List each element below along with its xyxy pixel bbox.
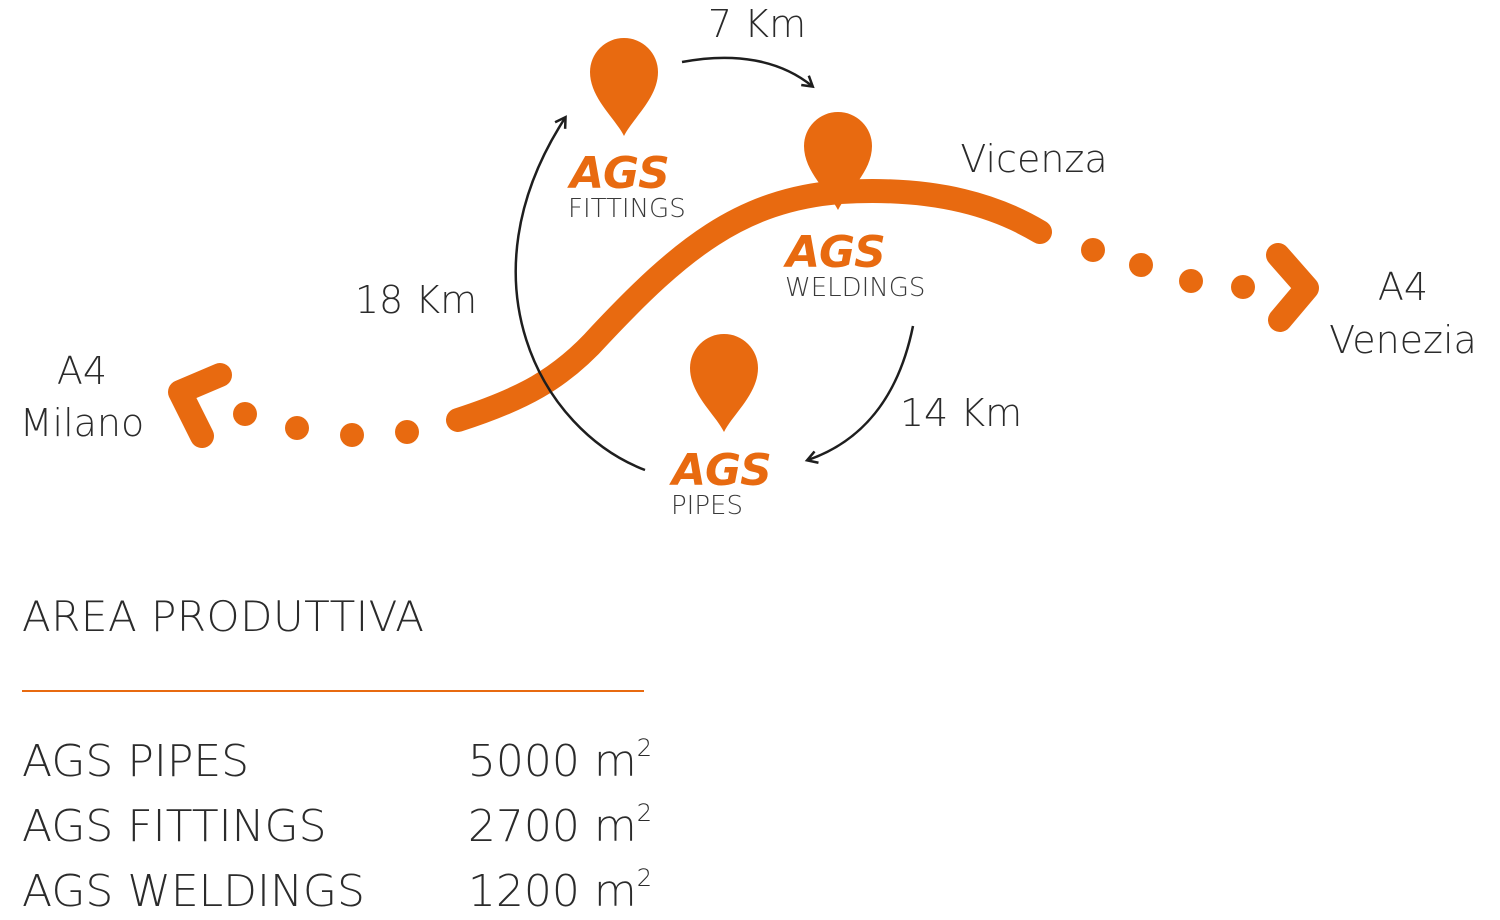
west-exit-road: A4 <box>57 349 107 393</box>
west-exit-city: Milano <box>20 401 145 445</box>
area-row-name: AGS FITTINGS <box>22 801 327 852</box>
west-chevron-icon <box>168 363 232 448</box>
weldings-logo: AGS <box>783 227 885 278</box>
area-row-value: 5000 m2 <box>467 734 652 787</box>
area-row-name: AGS WELDINGS <box>22 866 365 917</box>
area-row-pipes: AGS PIPES 5000 m2 <box>22 734 652 801</box>
road-east-dots <box>1081 238 1255 299</box>
arrow-weldings-to-pipes <box>808 325 915 460</box>
area-divider <box>22 690 644 692</box>
area-row-fittings: AGS FITTINGS 2700 m2 <box>22 799 652 866</box>
area-row-value: 1200 m2 <box>467 864 652 917</box>
road-west-dots <box>233 402 419 447</box>
fittings-name: FITTINGS <box>568 194 686 224</box>
arrow-fittings-to-weldings <box>681 56 812 86</box>
area-row-value: 2700 m2 <box>467 799 652 852</box>
city-label: Vicenza <box>960 137 1107 181</box>
fittings-logo: AGS <box>567 148 669 199</box>
distance-fittings-weldings: 7 Km <box>708 2 806 46</box>
east-exit-road: A4 <box>1378 265 1428 309</box>
distance-pipes-fittings: 18 Km <box>355 278 477 322</box>
area-table: AGS PIPES 5000 m2 AGS FITTINGS 2700 m2 A… <box>22 734 652 920</box>
east-exit-city: Venezia <box>1329 318 1477 362</box>
location-map: AGS FITTINGS AGS WELDINGS AGS PIPES 7 Km… <box>20 2 1477 521</box>
arrow-pipes-to-fittings <box>514 118 646 472</box>
weldings-pin-icon <box>804 112 872 210</box>
weldings-name: WELDINGS <box>785 273 925 303</box>
pipes-name: PIPES <box>671 491 743 521</box>
fittings-pin-icon <box>590 38 658 136</box>
pipes-pin-icon <box>690 334 758 432</box>
east-chevron-icon <box>1266 243 1319 332</box>
area-title: AREA PRODUTTIVA <box>22 592 425 641</box>
distance-weldings-pipes: 14 Km <box>900 391 1022 435</box>
area-row-name: AGS PIPES <box>22 736 250 787</box>
area-row-weldings: AGS WELDINGS 1200 m2 <box>22 864 652 920</box>
pipes-logo: AGS <box>669 445 771 496</box>
